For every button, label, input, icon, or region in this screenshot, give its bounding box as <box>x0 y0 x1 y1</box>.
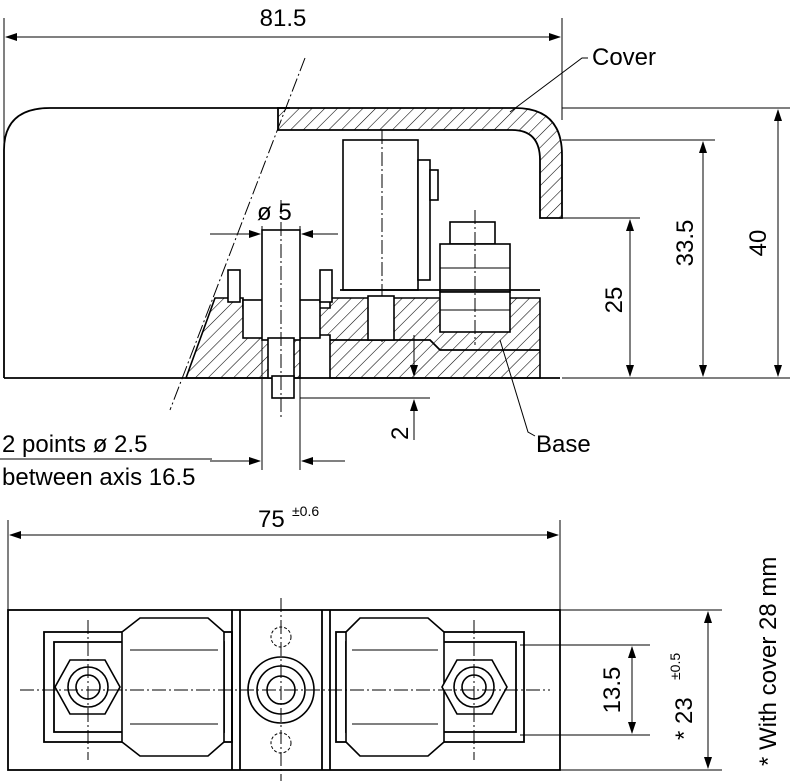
note-line-2: between axis 16.5 <box>2 464 195 491</box>
plan-view: 75 ±0.6 <box>7 503 782 781</box>
hole-spacing-label: 13.5 <box>599 667 626 714</box>
base-length-label: 75 <box>258 506 285 533</box>
cover-footnote: * With cover 28 mm <box>755 557 782 766</box>
contact-block <box>342 139 419 291</box>
note-line-1: 2 points ø 2.5 <box>2 431 147 458</box>
cover-label: Cover <box>592 44 656 71</box>
height-total-label: 40 <box>745 230 772 257</box>
base-width-tolerance: ±0.5 <box>667 653 683 680</box>
height-cover-label: 33.5 <box>672 220 699 267</box>
height-base-label: 25 <box>601 287 628 314</box>
hole-diameter-label: ø 5 <box>257 199 292 226</box>
base-label: Base <box>536 431 591 458</box>
base-length-tolerance: ±0.6 <box>292 503 319 519</box>
base-width-label: * 23 <box>671 697 698 740</box>
base-outline <box>7 609 561 771</box>
overall-length-label: 81.5 <box>260 5 307 32</box>
cover-leader <box>509 57 588 113</box>
housing-outline <box>3 107 290 378</box>
side-view: 81.5 Cover <box>0 5 790 491</box>
pin-offset-label: 2 <box>387 427 414 440</box>
